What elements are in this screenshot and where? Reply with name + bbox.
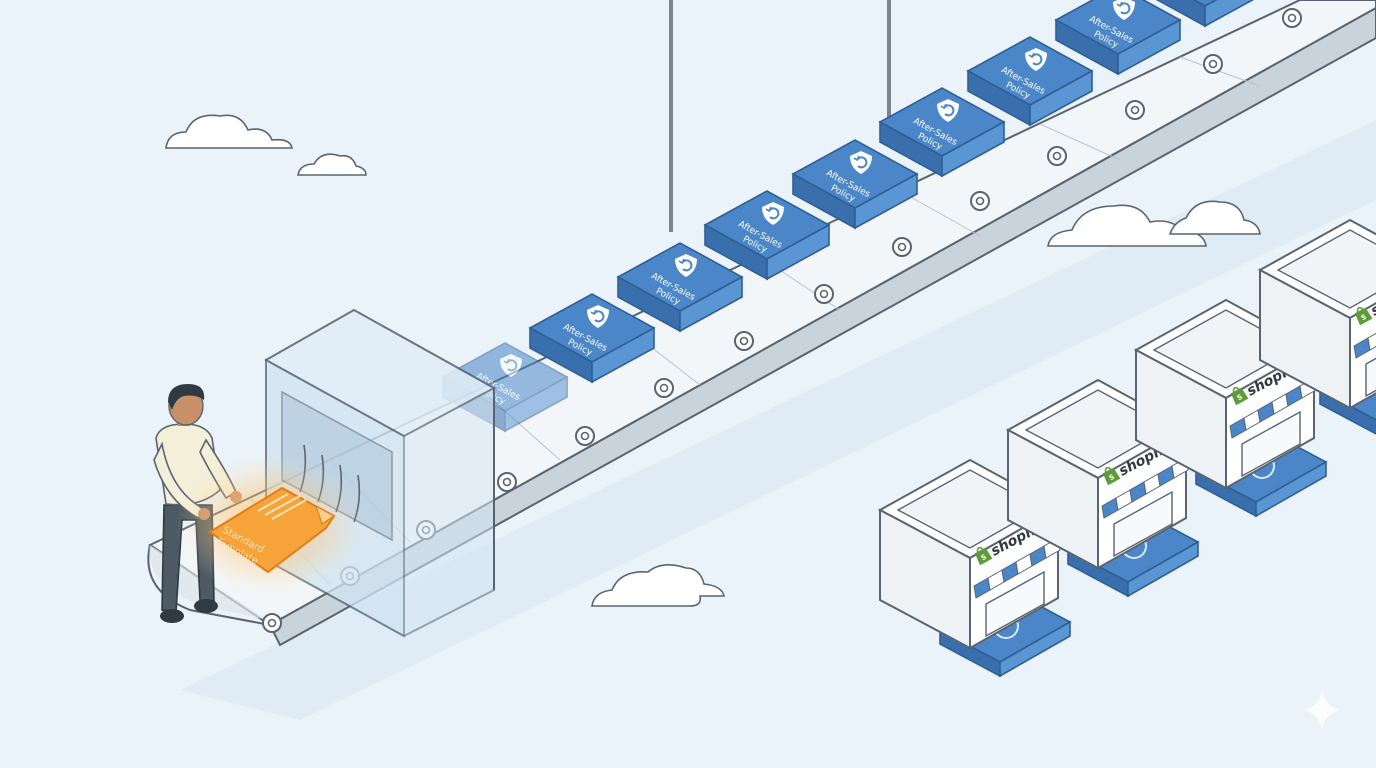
shield-return-icon — [762, 202, 784, 225]
shield-return-icon — [500, 354, 522, 377]
shield-return-icon — [675, 254, 697, 277]
cloud — [1047, 200, 1261, 247]
shield-return-icon — [1113, 0, 1135, 20]
shield-return-icon — [937, 99, 959, 122]
standard-template-document: Standard Template — [175, 455, 365, 595]
cloud — [591, 564, 725, 607]
sparkle-icon — [1304, 690, 1340, 730]
shopify-storefront: shopify — [1257, 218, 1376, 435]
cloud — [297, 153, 367, 176]
shield-return-icon — [850, 151, 872, 174]
shopify-storefronts: shopifyshopifyshopifyshopify — [877, 218, 1376, 678]
shield-return-icon — [1025, 48, 1047, 71]
cloud — [165, 114, 293, 149]
shield-return-icon — [587, 305, 609, 328]
